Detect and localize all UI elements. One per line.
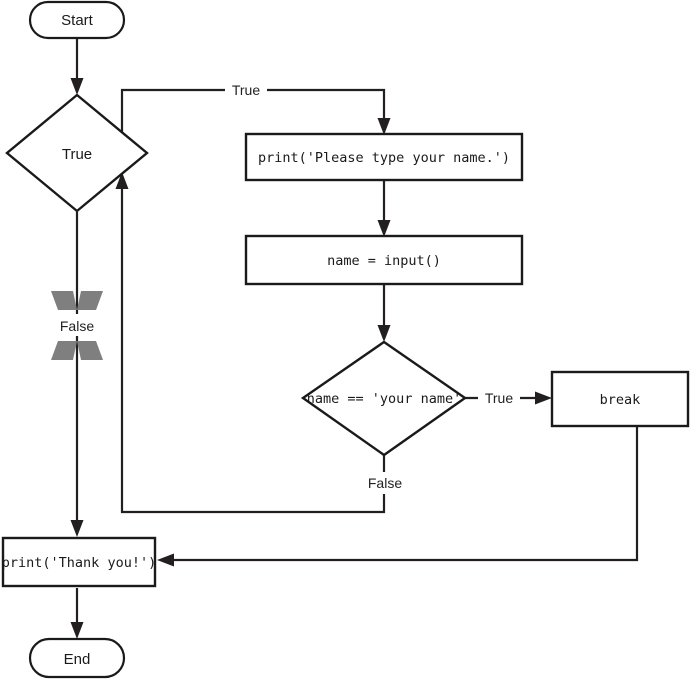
edge-check-false-loopback <box>115 172 386 514</box>
edge-start-to-while <box>70 39 84 95</box>
node-while-condition[interactable]: True <box>5 93 149 213</box>
node-name-check-label: name == 'your name' <box>307 391 461 407</box>
node-break-label: break <box>600 392 641 408</box>
node-read-input[interactable]: name = input() <box>244 234 524 286</box>
node-name-check[interactable]: name == 'your name' <box>300 340 468 457</box>
edge-thanks-to-end <box>70 588 84 639</box>
cross-out-marker-icon <box>51 291 103 360</box>
edge-label-while-false-text: False <box>60 318 94 334</box>
node-print-thanks[interactable]: print('Thank you!') <box>2 536 156 588</box>
node-break[interactable]: break <box>550 370 690 428</box>
node-end[interactable]: End <box>28 637 126 679</box>
node-read-input-label: name = input() <box>327 253 441 269</box>
edge-input-to-check <box>377 285 391 342</box>
edge-label-while-true-text: True <box>232 82 260 98</box>
node-print-prompt-label: print('Please type your name.') <box>258 150 510 166</box>
edge-label-name-false: False <box>359 472 411 494</box>
node-print-thanks-label: print('Thank you!') <box>2 555 156 571</box>
edge-while-false <box>70 212 84 537</box>
edge-label-name-true: True <box>478 388 520 408</box>
node-start-label: Start <box>61 12 94 29</box>
edge-label-name-false-text: False <box>368 475 402 491</box>
node-end-label: End <box>64 651 91 668</box>
node-print-prompt[interactable]: print('Please type your name.') <box>244 132 524 182</box>
node-while-condition-label: True <box>62 146 92 163</box>
edge-label-while-false: False <box>52 314 102 336</box>
node-start[interactable]: Start <box>28 0 126 40</box>
edge-label-name-true-text: True <box>485 390 513 406</box>
edge-prompt-to-input <box>377 180 391 237</box>
edge-break-to-thanks <box>157 426 639 567</box>
edge-label-while-true: True <box>225 80 267 100</box>
